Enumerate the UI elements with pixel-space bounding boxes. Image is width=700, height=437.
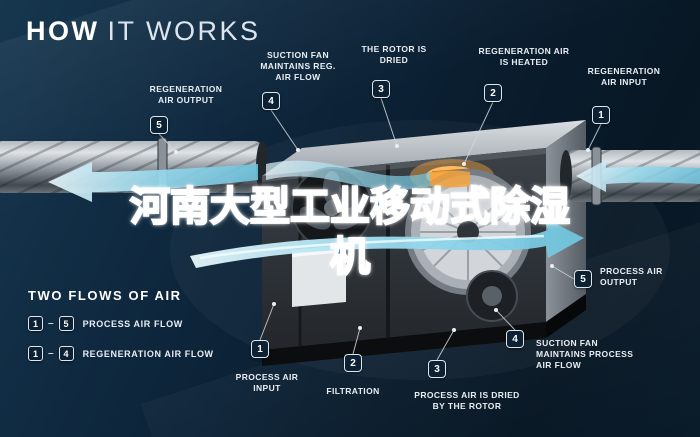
callout-badge-regen-heated: 2 — [484, 84, 502, 102]
process-suction-fan — [466, 270, 518, 322]
regeneration-suction-fan — [291, 167, 373, 249]
machine-base — [262, 322, 546, 366]
callout-label-suction-fan-process: SUCTION FAN MAINTAINS PROCESS AIR FLOW — [536, 338, 634, 371]
airflow-process-highlight — [199, 234, 545, 260]
callout-badge-process-output: 5 — [574, 270, 592, 288]
airflow-regeneration-internal — [266, 160, 430, 190]
callout-label-process-dried: PROCESS AIR IS DRIED BY THE ROTOR — [414, 390, 520, 412]
callout-label-regen-output: REGENERATION AIR OUTPUT — [149, 84, 223, 106]
legend-badge-end: 4 — [58, 346, 74, 361]
callout-badge-regen-output: 5 — [150, 116, 168, 134]
callout-anchor-dots — [174, 144, 590, 332]
callout-badge-suction-fan-reg: 4 — [262, 92, 280, 110]
airflow-regeneration-output-arrow — [48, 162, 258, 202]
desiccant-rotor — [405, 169, 531, 295]
callout-badge-rotor-dried: 3 — [372, 80, 390, 98]
legend-row-regeneration: 1 – 4 REGENERATION AIR FLOW — [28, 346, 214, 361]
callout-leader-lines — [158, 97, 602, 361]
callout-badge-process-input: 1 — [251, 340, 269, 358]
callout-badge-process-dried: 3 — [428, 360, 446, 378]
legend-badge-start: 1 — [28, 346, 43, 361]
legend-dash: – — [48, 318, 54, 329]
callout-label-suction-fan-reg: SUCTION FAN MAINTAINS REG. AIR FLOW — [260, 50, 336, 83]
callout-label-process-input: PROCESS AIR INPUT — [235, 372, 299, 394]
legend-badge-end: 5 — [58, 316, 74, 331]
machine-base-side — [546, 294, 586, 338]
callout-label-filtration: FILTRATION — [326, 386, 380, 396]
callout-label-regen-heated: REGENERATION AIR IS HEATED — [478, 46, 570, 68]
callout-label-regen-input: REGENERATION AIR INPUT — [587, 66, 661, 88]
airflow-regeneration-input-arrow — [576, 160, 700, 192]
legend-heading: TWO FLOWS OF AIR — [28, 288, 182, 303]
callout-badge-filtration: 2 — [344, 354, 362, 372]
legend-badge-start: 1 — [28, 316, 43, 331]
machine-top-face — [262, 120, 586, 176]
watermark-text: 河南大型工业移动式除湿机 — [129, 184, 571, 280]
title-it-works: IT WORKS — [107, 16, 261, 46]
callout-label-process-output: PROCESS AIR OUTPUT — [600, 266, 663, 288]
airflow-process-band — [190, 218, 584, 268]
callout-badge-regen-input: 1 — [592, 106, 610, 124]
legend-label-process-air-flow: PROCESS AIR FLOW — [82, 318, 183, 329]
callout-badge-suction-fan-process: 4 — [506, 330, 524, 348]
legend-label-regeneration-air-flow: REGENERATION AIR FLOW — [82, 348, 214, 359]
dehumidifier-unit — [262, 120, 586, 366]
legend-dash: – — [48, 348, 54, 359]
airflow-heated-segment — [430, 170, 470, 188]
title-how: HOW — [26, 16, 100, 46]
condensate-box — [292, 245, 346, 307]
callout-label-rotor-dried: THE ROTOR IS DRIED — [361, 44, 427, 66]
legend-row-process: 1 – 5 PROCESS AIR FLOW — [28, 316, 183, 331]
